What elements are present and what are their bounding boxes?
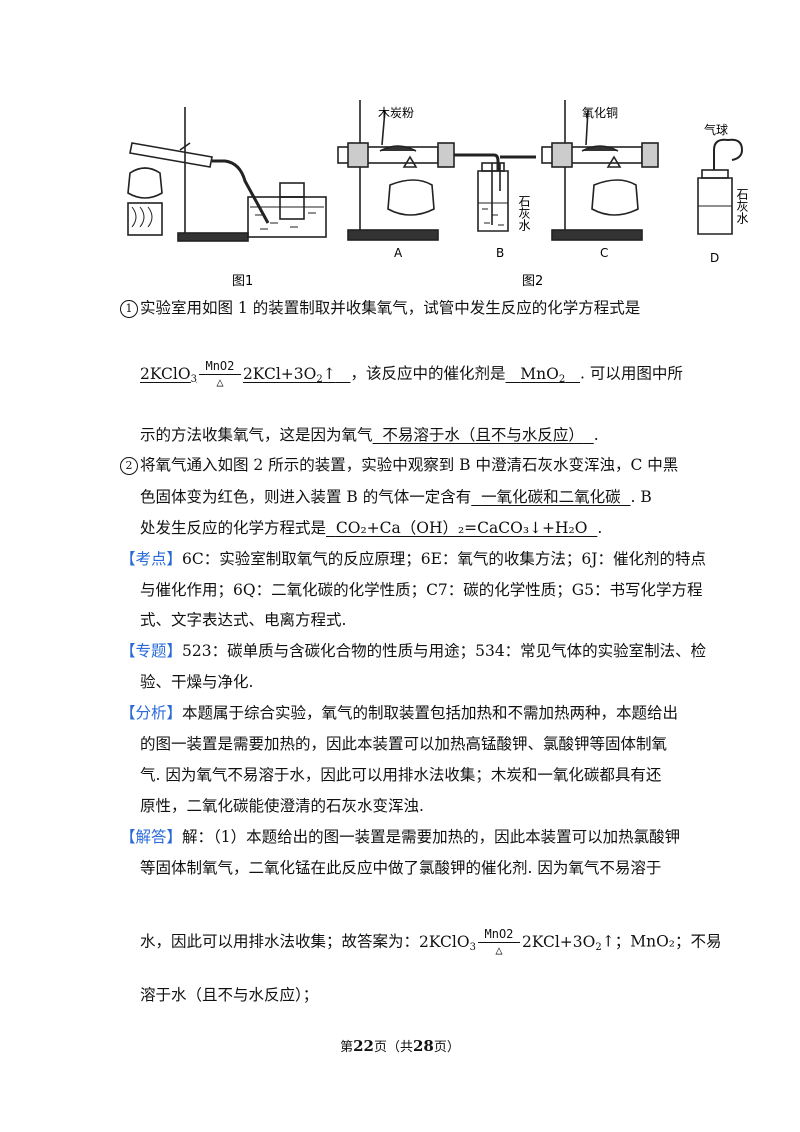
page-footer: 第22页（共28页） (340, 1037, 460, 1055)
q2-marker: 2 (120, 457, 138, 475)
label-copper-oxide: 氧化铜 (582, 105, 618, 120)
label-limewater-d: 石灰水 (735, 188, 749, 224)
label-b: B (496, 246, 504, 260)
jieda-line4: 溶于水（且不与水反应）； (140, 986, 319, 1004)
kaodian-line3: 式、文字表达式、电离方程式. (140, 611, 347, 629)
page-number: 22 (353, 1037, 374, 1055)
apparatus-d: 气球 D 石灰水 (690, 100, 760, 270)
fenxi-tag: 【分析】 (120, 704, 183, 722)
fig1-caption: 图1 (232, 274, 253, 289)
kaodian-line1: 【考点】6C：实验室制取氧气的反应原理；6E：氧气的收集方法；6J：催化剂的特点 (120, 550, 706, 568)
q1-line3: 示的方法收集氧气，这是因为氧气 不易溶于水（且不与水反应） . (140, 426, 599, 444)
jieda-line2: 等固体制氧气，二氧化锰在此反应中做了氯酸钾的催化剂. 因为氧气不易溶于 (140, 859, 662, 877)
label-d: D (710, 251, 719, 265)
q1-catalyst: MnO2 (520, 364, 566, 385)
jieda-line1: 【解答】解：（1）本题给出的图一装置是需要加热的，因此本装置可以加热氯酸钾 (120, 828, 681, 846)
apparatus-drawing: 木炭粉 氧化铜 图1 A B 图2 C 石灰水 (127, 100, 659, 289)
zhuanti-line2: 验、干燥与净化. (140, 673, 254, 691)
q2-line3: 处发生反应的化学方程式是 CO₂+Ca（OH）₂=CaCO₃↓+H₂O . (140, 519, 603, 537)
label-a: A (394, 246, 403, 260)
q2-equation: CO₂+Ca（OH）₂=CaCO₃↓+H₂O (335, 519, 588, 537)
jieda-tag: 【解答】 (120, 828, 183, 846)
fenxi-line3: 气. 因为氧气不易溶于水，因此可以用排水法收集；木炭和一氧化碳都具有还 (140, 766, 662, 784)
q1-reason: 不易溶于水（且不与水反应） (382, 426, 584, 444)
label-balloon: 气球 (704, 122, 728, 137)
label-limewater-b: 石灰水 (517, 195, 531, 231)
page-total: 28 (413, 1037, 434, 1055)
kaodian-line2: 与催化作用；6Q：二氧化碳的化学性质；C7：碳的化学性质；G5：书写化学方程 (140, 581, 703, 599)
fenxi-line2: 的图一装置是需要加热的，因此本装置可以加热高锰酸钾、氯酸钾等固体制氧 (140, 735, 668, 753)
apparatus-figure: 木炭粉 氧化铜 图1 A B 图2 C 石灰水 (120, 95, 690, 295)
zhuanti-tag: 【专题】 (120, 642, 183, 660)
kaodian-tag: 【考点】 (120, 550, 183, 568)
label-c: C (600, 246, 608, 260)
q2-line2: 色固体变为红色，则进入装置 B 的气体一定含有 一氧化碳和二氧化碳 . B (140, 488, 652, 506)
fenxi-line1: 【分析】本题属于综合实验，氧气的制取装置包括加热和不需加热两种，本题给出 (120, 704, 679, 722)
label-charcoal: 木炭粉 (378, 106, 414, 120)
fenxi-line4: 原性，二氧化碳能使澄清的石灰水变浑浊. (140, 797, 424, 815)
fig2-caption: 图2 (522, 274, 543, 289)
zhuanti-line1: 【专题】523：碳单质与含碳化合物的性质与用途；534：常见气体的实验室制法、检 (120, 642, 707, 660)
q2-gases: 一氧化碳和二氧化碳 (481, 488, 621, 506)
q1-marker: 1 (120, 300, 138, 318)
